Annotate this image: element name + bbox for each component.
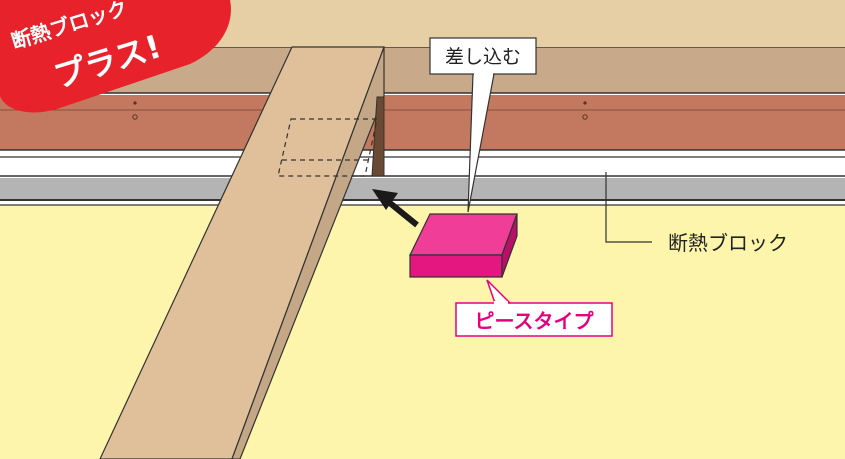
- insert-callout-box: [429, 37, 537, 75]
- beam-notch: [371, 96, 385, 177]
- piece-block-side: [501, 213, 518, 278]
- foundation-brick: [0, 95, 845, 150]
- beam-side: [231, 46, 385, 459]
- piece-block-front: [409, 254, 503, 278]
- bolt-mark: [132, 114, 138, 120]
- beam-face: [99, 46, 385, 459]
- rail: [0, 178, 845, 200]
- hidden-piece-outline: [277, 118, 378, 177]
- bolt-mark: [582, 114, 588, 120]
- badge: [0, 0, 231, 113]
- bolt-mark: [583, 101, 587, 105]
- piece-callout-box: [455, 302, 613, 337]
- bolt-mark: [133, 101, 137, 105]
- insulation-gap: [0, 152, 845, 176]
- block-label: 断熱ブロック: [668, 231, 788, 255]
- block-leader-line: [605, 172, 652, 243]
- piece-callout-label: ピースタイプ: [475, 309, 595, 333]
- insert-callout-label: 差し込む: [445, 46, 521, 68]
- insert-arrow-head: [372, 189, 398, 210]
